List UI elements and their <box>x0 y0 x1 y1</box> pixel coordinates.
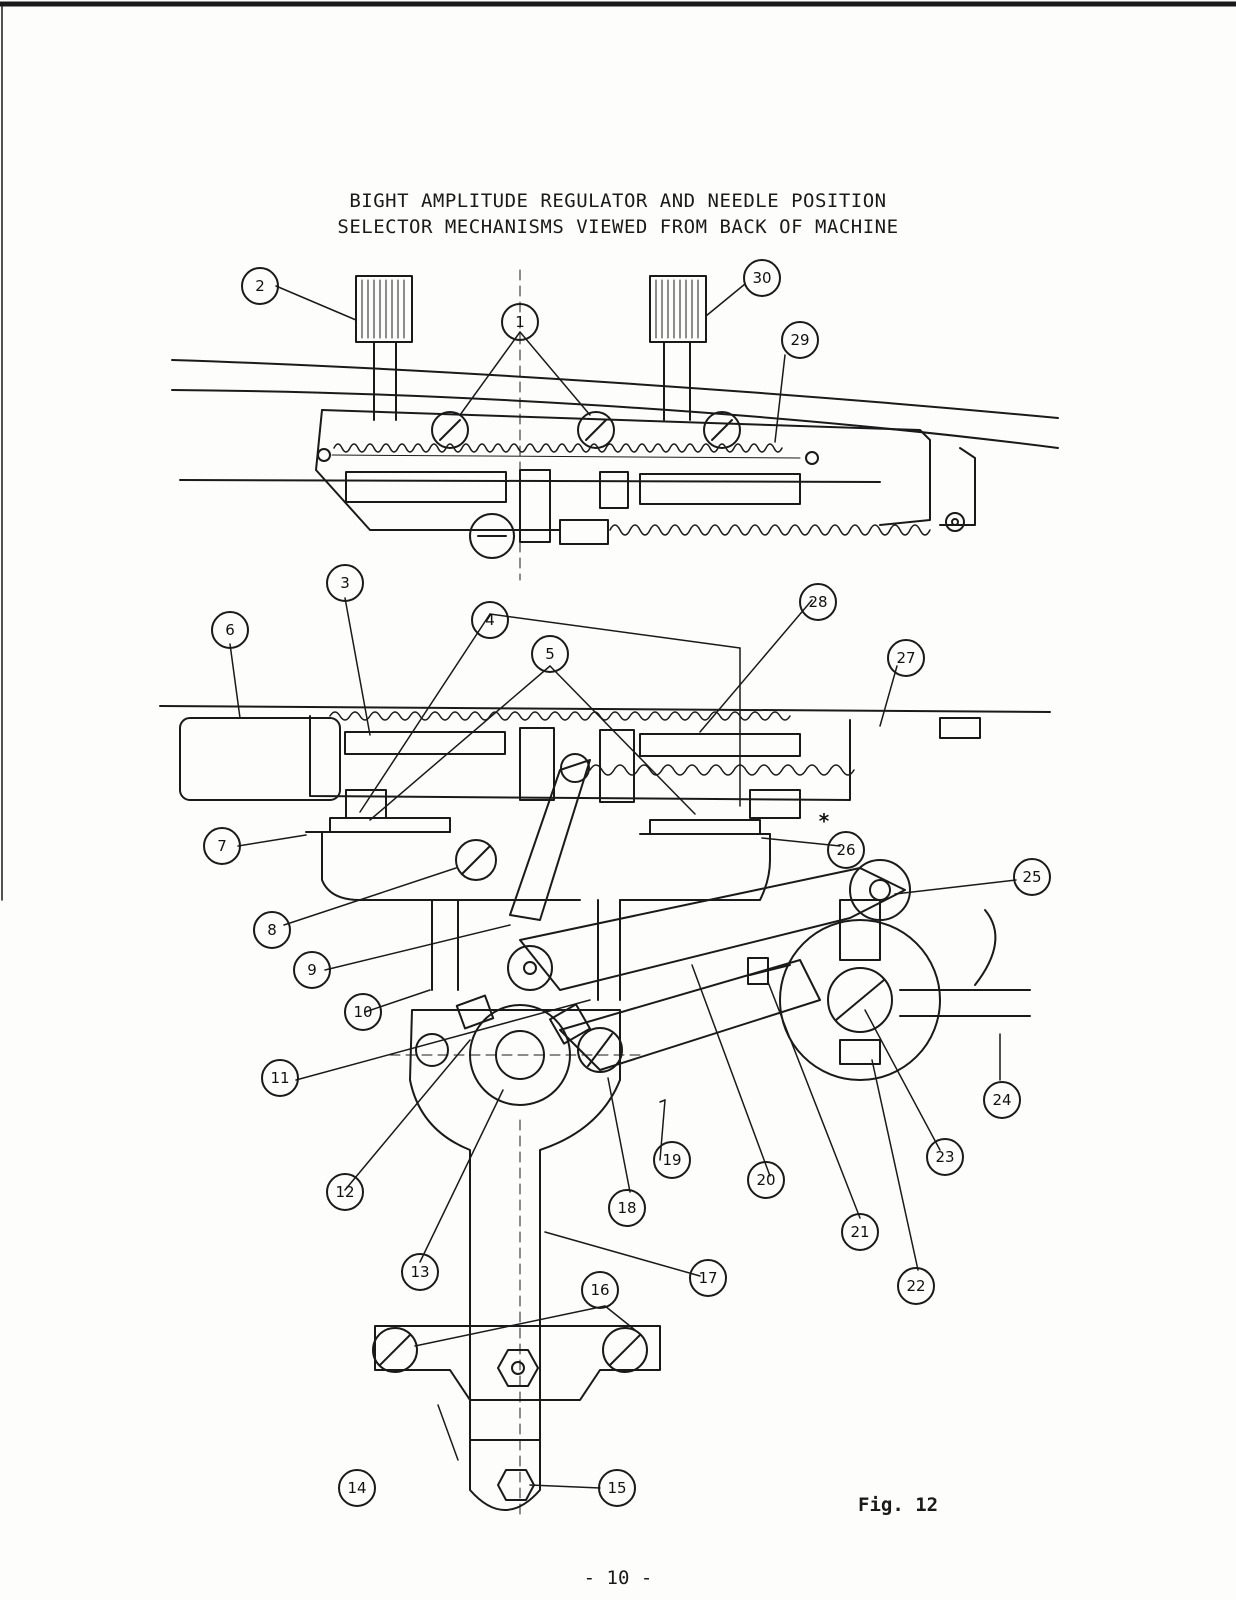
callout-11: 11 <box>270 1069 289 1087</box>
spring-29 <box>333 443 783 453</box>
callout-circle-15 <box>598 1469 636 1507</box>
page-number: - 10 - <box>583 1567 653 1589</box>
callout-18: 18 <box>617 1199 636 1217</box>
callout-9: 9 <box>307 961 317 979</box>
callout-4: 4 <box>485 611 495 629</box>
callout-circle-23 <box>926 1138 964 1176</box>
figure-label: Fig. 12 <box>858 1494 939 1516</box>
callout-circle-25 <box>1013 858 1051 896</box>
callout-14: 14 <box>347 1479 366 1497</box>
callout-labels: 1 2 3 4 5 6 7 8 9 10 11 12 13 14 15 16 1… <box>217 269 1041 1497</box>
callout-12: 12 <box>335 1183 354 1201</box>
callout-circle-24 <box>983 1081 1021 1119</box>
callout-24: 24 <box>992 1091 1011 1109</box>
callout-28: 28 <box>808 593 827 611</box>
callout-circle-22 <box>897 1267 935 1305</box>
needle-position-knob <box>649 275 707 343</box>
callout-6: 6 <box>225 621 235 639</box>
spring-28 <box>589 764 855 776</box>
diagram-title-line-2: SELECTOR MECHANISMS VIEWED FROM BACK OF … <box>337 216 899 238</box>
callout-circle-8 <box>253 911 291 949</box>
callout-2: 2 <box>255 277 265 295</box>
callout-16: 16 <box>590 1281 609 1299</box>
callout-15: 15 <box>607 1479 626 1497</box>
callout-circle-26 <box>827 831 865 869</box>
callout-circle-27 <box>887 639 925 677</box>
callout-circle-17 <box>689 1259 727 1297</box>
callout-25: 25 <box>1022 868 1041 886</box>
callout-circle-7 <box>203 827 241 865</box>
leader-lines <box>229 283 1017 1489</box>
callout-circle-19 <box>653 1141 691 1179</box>
callout-circle-5 <box>531 635 569 673</box>
callout-circle-6 <box>211 611 249 649</box>
callout-30: 30 <box>752 269 771 287</box>
callout-circle-14 <box>338 1469 376 1507</box>
callout-circle-20 <box>747 1161 785 1199</box>
bight-knob <box>355 275 413 343</box>
spring-27 <box>329 711 791 721</box>
callout-27: 27 <box>896 649 915 667</box>
asterisk-mark: * <box>819 809 830 833</box>
callout-circle-10 <box>344 993 382 1031</box>
callout-23: 23 <box>935 1148 954 1166</box>
diagram-title-line-1: BIGHT AMPLITUDE REGULATOR AND NEEDLE POS… <box>349 190 887 212</box>
callout-circle-4 <box>471 601 509 639</box>
upper-assembly <box>171 269 1059 581</box>
callout-circle-2 <box>241 267 279 305</box>
callout-3: 3 <box>340 574 350 592</box>
callout-20: 20 <box>756 1171 775 1189</box>
bed-line-middle <box>159 705 1051 713</box>
callout-17: 17 <box>698 1269 717 1287</box>
lower-assembly <box>372 859 1031 1521</box>
callout-circle-9 <box>293 951 331 989</box>
callout-19: 19 <box>662 1151 681 1169</box>
callout-29: 29 <box>790 331 809 349</box>
callout-13: 13 <box>410 1263 429 1281</box>
callout-circle-3 <box>326 564 364 602</box>
callout-circle-11 <box>261 1059 299 1097</box>
callout-26: 26 <box>836 841 855 859</box>
callout-circle-30 <box>743 259 781 297</box>
callout-7: 7 <box>217 837 227 855</box>
middle-assembly <box>159 705 1051 1001</box>
bed-edge-upper <box>171 359 1059 419</box>
callout-circle-18 <box>608 1189 646 1227</box>
bed-edge-lower <box>171 389 1059 449</box>
callout-10: 10 <box>353 1003 372 1021</box>
callout-1: 1 <box>515 313 525 331</box>
callout-22: 22 <box>906 1277 925 1295</box>
spring-lower <box>609 524 931 536</box>
callout-5: 5 <box>545 645 555 663</box>
callout-circle-29 <box>781 321 819 359</box>
callout-circle-28 <box>799 583 837 621</box>
callout-circle-13 <box>401 1253 439 1291</box>
callout-circle-16 <box>581 1271 619 1309</box>
callout-circle-21 <box>841 1213 879 1251</box>
callout-circle-1 <box>501 303 539 341</box>
callout-circles <box>203 259 1051 1507</box>
callout-8: 8 <box>267 921 277 939</box>
callout-circle-12 <box>326 1173 364 1211</box>
callout-21: 21 <box>850 1223 869 1241</box>
